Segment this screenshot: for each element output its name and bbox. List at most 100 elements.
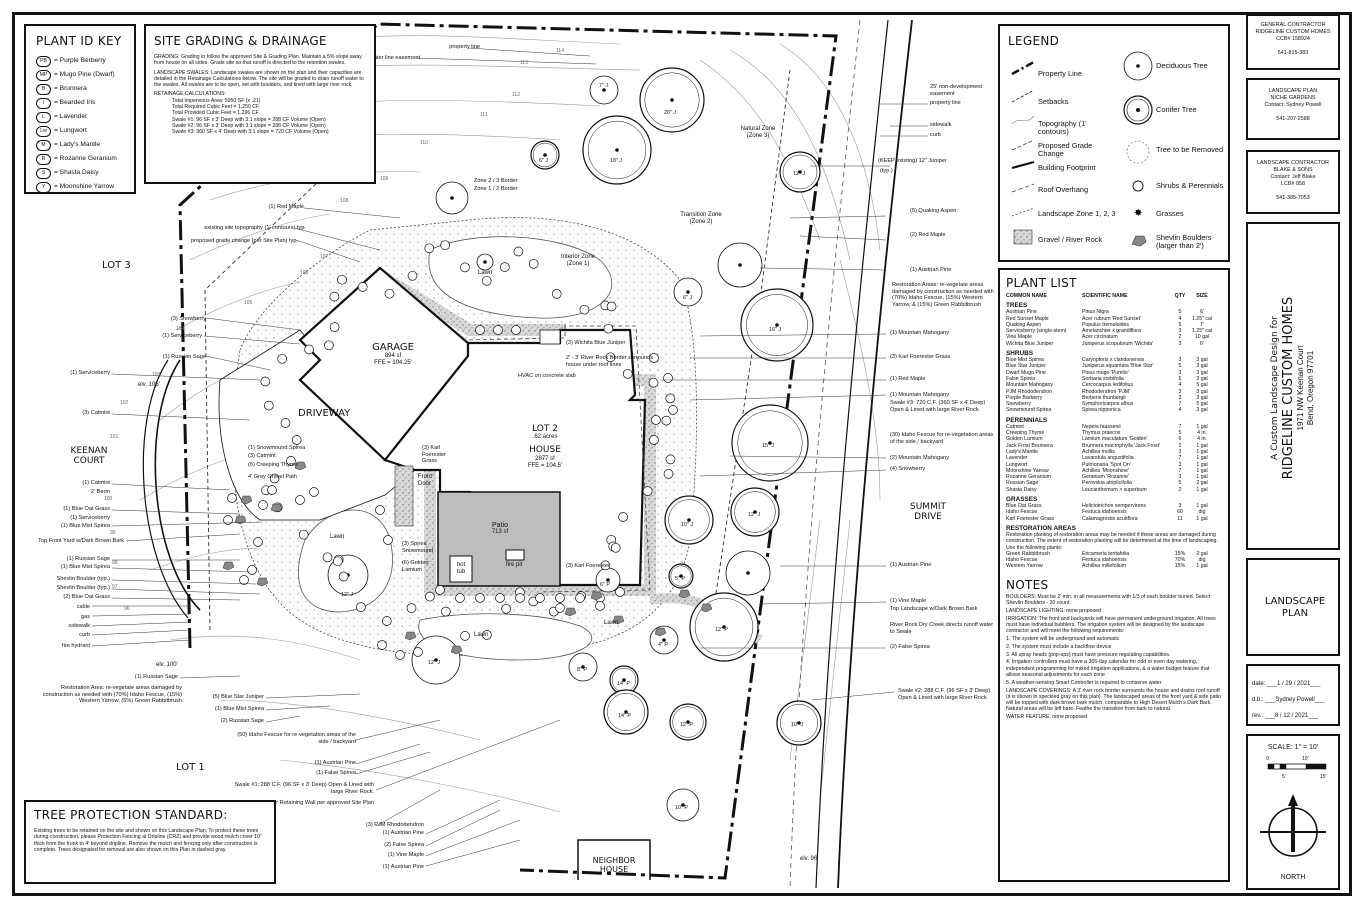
leader-line xyxy=(811,691,895,701)
shrub-icon xyxy=(493,325,503,335)
plant-cell: 2 xyxy=(1178,334,1182,341)
note-item: 4. Irrigation controllers must have a 36… xyxy=(1006,659,1210,678)
patio-title: Patio xyxy=(492,522,508,529)
plant-cell: 6 xyxy=(1178,436,1182,443)
shrub-icon xyxy=(499,262,510,272)
plant-cell: Karl Foerester Grass xyxy=(1006,515,1055,522)
plan-callout: (1) Russian Sage xyxy=(134,674,178,680)
site-grading-title: SITE GRADING & DRAINAGE xyxy=(154,34,327,48)
shrub-icon xyxy=(501,603,511,614)
plant-cell: 10 gal xyxy=(1194,334,1210,341)
shrub-icon xyxy=(605,352,616,363)
plant-cell: Idaho Fescue xyxy=(1006,509,1038,516)
tree-size-label: 16" J xyxy=(769,327,782,333)
plan-callout: (1) Russian Sage xyxy=(162,354,206,360)
plant-cell: Leucanthemum × superbum xyxy=(1082,486,1147,493)
plant-cell: Russian Sage xyxy=(1006,480,1039,487)
leader-line xyxy=(303,207,401,219)
plan-callout: Swale #3: 720 C.F. (360 SF x 4' Deep) Op… xyxy=(890,400,986,413)
plant-cell: 3 xyxy=(1178,461,1182,468)
contour-label: 107 xyxy=(320,254,329,260)
tree-protection-title: TREE PROTECTION STANDARD: xyxy=(34,808,228,822)
plant-cell: 5 xyxy=(1178,321,1182,328)
plant-cell: 3 xyxy=(1178,474,1182,481)
plan-callout: (3) Catmint xyxy=(248,453,276,459)
plan-callout: 10' water line easement xyxy=(361,55,420,61)
plant-key-code: Y xyxy=(36,181,51,193)
shrub-icon xyxy=(356,602,366,612)
boulder-icon xyxy=(294,461,307,471)
plant-cell: 70% xyxy=(1174,557,1186,564)
shrub-icon xyxy=(665,454,676,465)
plan-callout: Restoration Areas: re-vegetate areas dam… xyxy=(892,282,994,308)
shrub-icon xyxy=(575,593,585,603)
plan-callout: curb xyxy=(79,632,90,638)
plan-callout: 2' - 3' Boulder Retaining Wall per appro… xyxy=(243,800,374,806)
drawn-by-field: d.b.: ___Sydney Powell___ xyxy=(1252,697,1325,703)
plant-cell: 1.25" cal xyxy=(1191,315,1212,322)
deciduous-tree-icon xyxy=(595,567,621,593)
project-title-block: A Custom Landscape Design for RIDGELINE … xyxy=(1246,222,1340,550)
shrub-icon xyxy=(375,505,385,515)
plan-callout: HVAC on concrete slab xyxy=(518,373,576,379)
conifer-tree-icon xyxy=(664,495,714,545)
plant-cell: 4 xyxy=(1178,382,1182,389)
plant-cell: Symphoricarpos albus xyxy=(1082,401,1134,408)
shrub-icon xyxy=(651,415,661,425)
legend-title: LEGEND xyxy=(1008,34,1060,48)
plan-callout: 2' - 3' River Rock Border surrounds hous… xyxy=(566,355,654,368)
note-item: WATER FEATURE: none proposed xyxy=(1006,714,1087,721)
plant-cell: Lavandula angustifolia xyxy=(1082,455,1134,462)
retainage-calc: Total Provided Cubic Feet = 1,296 CF xyxy=(172,110,259,117)
tree-size-label: 6" J xyxy=(539,158,549,164)
plant-cell: Lavender xyxy=(1006,455,1028,462)
plan-callout: Zone 1 / 2 Border xyxy=(474,186,518,192)
title-block-line: RIDGELINE CUSTOM HOMES xyxy=(1255,29,1331,35)
shrub-icon xyxy=(277,353,288,364)
shrub-icon xyxy=(435,585,445,595)
leader-line xyxy=(265,705,331,711)
plant-cell: 60 xyxy=(1177,509,1183,516)
tree-protection-text: Existing trees to be retained on the sit… xyxy=(34,828,262,853)
title-block-line: CCB# 158924 xyxy=(1276,36,1310,42)
leader-line xyxy=(355,743,421,765)
plant-cell: Achillea mollis xyxy=(1082,448,1115,455)
summit-drive-sidewalk xyxy=(815,19,889,889)
shrub-icon xyxy=(286,456,296,466)
boulder-group xyxy=(222,461,713,655)
tree-size-label: 15" J xyxy=(762,443,775,449)
plant-key-row: S= Shasta Daisy xyxy=(36,166,124,180)
plan-callout: (1) Mountain Mahogany xyxy=(890,392,950,398)
shrub-icon xyxy=(481,275,492,286)
retainage-calc: Swale #2: 96 SF x 3' Deep with 3:1 slope… xyxy=(172,122,326,129)
scale-north-block: SCALE: 1" = 10' 0 10' 5' 15' NORTH xyxy=(1246,734,1340,890)
plant-cell: 6' xyxy=(1200,340,1204,347)
boulder-icon xyxy=(590,591,603,601)
plant-cell: Vine Maple xyxy=(1006,334,1032,341)
plan-callout: (3) Catmint xyxy=(82,410,110,416)
garage-sf: 894 sf xyxy=(384,353,402,359)
tree-size-label: 12" P xyxy=(680,722,694,728)
shrub-icon xyxy=(223,515,233,525)
plant-cell: Achillea 'Moonshine' xyxy=(1082,467,1129,474)
legend-item: Deciduous Tree xyxy=(1156,61,1208,70)
contour-label: 99 xyxy=(110,530,116,536)
neighbor-house-label: NEIGHBOR HOUSE xyxy=(592,856,636,874)
leader-line xyxy=(415,57,597,65)
title-block-line xyxy=(1248,43,1338,50)
shrub-icon xyxy=(482,630,492,640)
contour-label: 110 xyxy=(420,140,428,146)
scale-tick-5: 5' xyxy=(1282,774,1286,780)
plant-cell: 7 xyxy=(1178,455,1182,462)
shrub-icon xyxy=(665,393,676,404)
shrub-icon xyxy=(337,274,347,285)
plant-cell: 7' xyxy=(1200,321,1204,328)
plant-list-box: PLANT LIST COMMON NAME SCIENTIFIC NAME Q… xyxy=(998,268,1230,882)
north-arrow-icon xyxy=(1260,794,1326,857)
notes-title: NOTES xyxy=(1006,577,1049,592)
plant-cell: Caryopteris x clandonensis xyxy=(1082,357,1145,364)
